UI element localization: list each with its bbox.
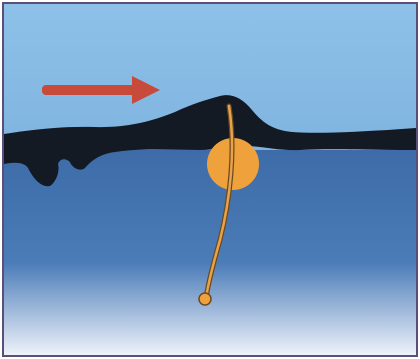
water bbox=[4, 150, 416, 355]
sinker-weight bbox=[199, 293, 211, 305]
